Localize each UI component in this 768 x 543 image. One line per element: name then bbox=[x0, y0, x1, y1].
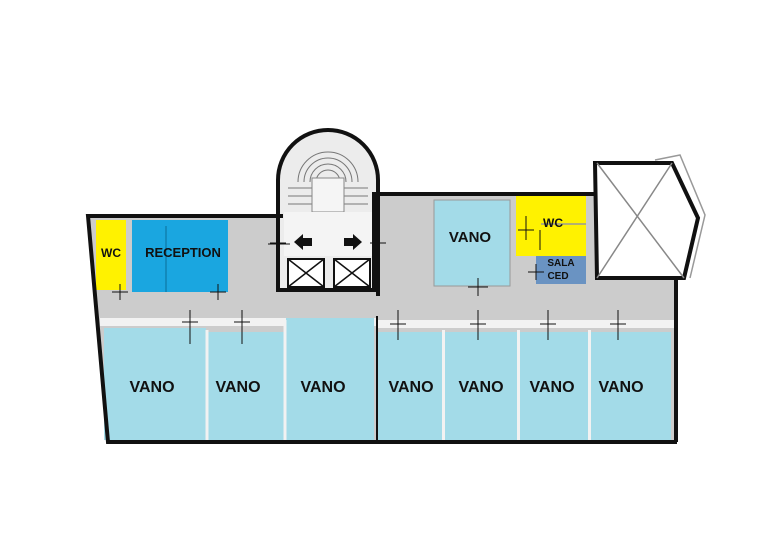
outer-walls bbox=[85, 192, 678, 444]
stair-steps bbox=[288, 151, 368, 213]
wc-right-label: WC bbox=[543, 216, 563, 230]
vano-5-room bbox=[445, 332, 517, 440]
sala-ced-label-line1: SALA bbox=[547, 258, 574, 269]
corridor-wall-strip bbox=[378, 320, 676, 328]
reception-label: RECEPTION bbox=[145, 245, 221, 260]
room-dividers bbox=[205, 320, 591, 440]
elevator-x-box bbox=[287, 258, 325, 288]
vano-1-room bbox=[104, 328, 206, 440]
wc-right-room bbox=[516, 196, 586, 256]
arrow-right-icon bbox=[344, 234, 362, 250]
vano-3-label: VANO bbox=[300, 379, 345, 396]
sala-ced-room bbox=[536, 256, 586, 284]
door-crosshair-icon bbox=[112, 216, 626, 344]
vano-2-room bbox=[208, 332, 284, 440]
vano-7-room bbox=[591, 332, 671, 440]
stair-landing bbox=[284, 212, 374, 256]
vano-1-label: VANO bbox=[129, 379, 174, 396]
vano-6-label: VANO bbox=[529, 379, 574, 396]
vano-4-room bbox=[378, 332, 442, 440]
vano-7-label: VANO bbox=[598, 379, 643, 396]
elevator-x-box bbox=[333, 258, 371, 288]
reception-room bbox=[132, 220, 228, 292]
vano-top-label: VANO bbox=[449, 229, 492, 246]
vano-2-label: VANO bbox=[215, 379, 260, 396]
sala-ced-label-line2: CED bbox=[547, 271, 568, 282]
tower-block bbox=[592, 161, 701, 280]
vano-4-label: VANO bbox=[388, 379, 433, 396]
wc-left-room bbox=[96, 220, 126, 290]
vano-3-room bbox=[286, 318, 374, 440]
vano-5-label: VANO bbox=[458, 379, 503, 396]
vano-6-room bbox=[520, 332, 588, 440]
vano-top-room bbox=[433, 199, 511, 287]
arrow-left-icon bbox=[294, 234, 312, 250]
wc-left-label: WC bbox=[101, 246, 121, 260]
